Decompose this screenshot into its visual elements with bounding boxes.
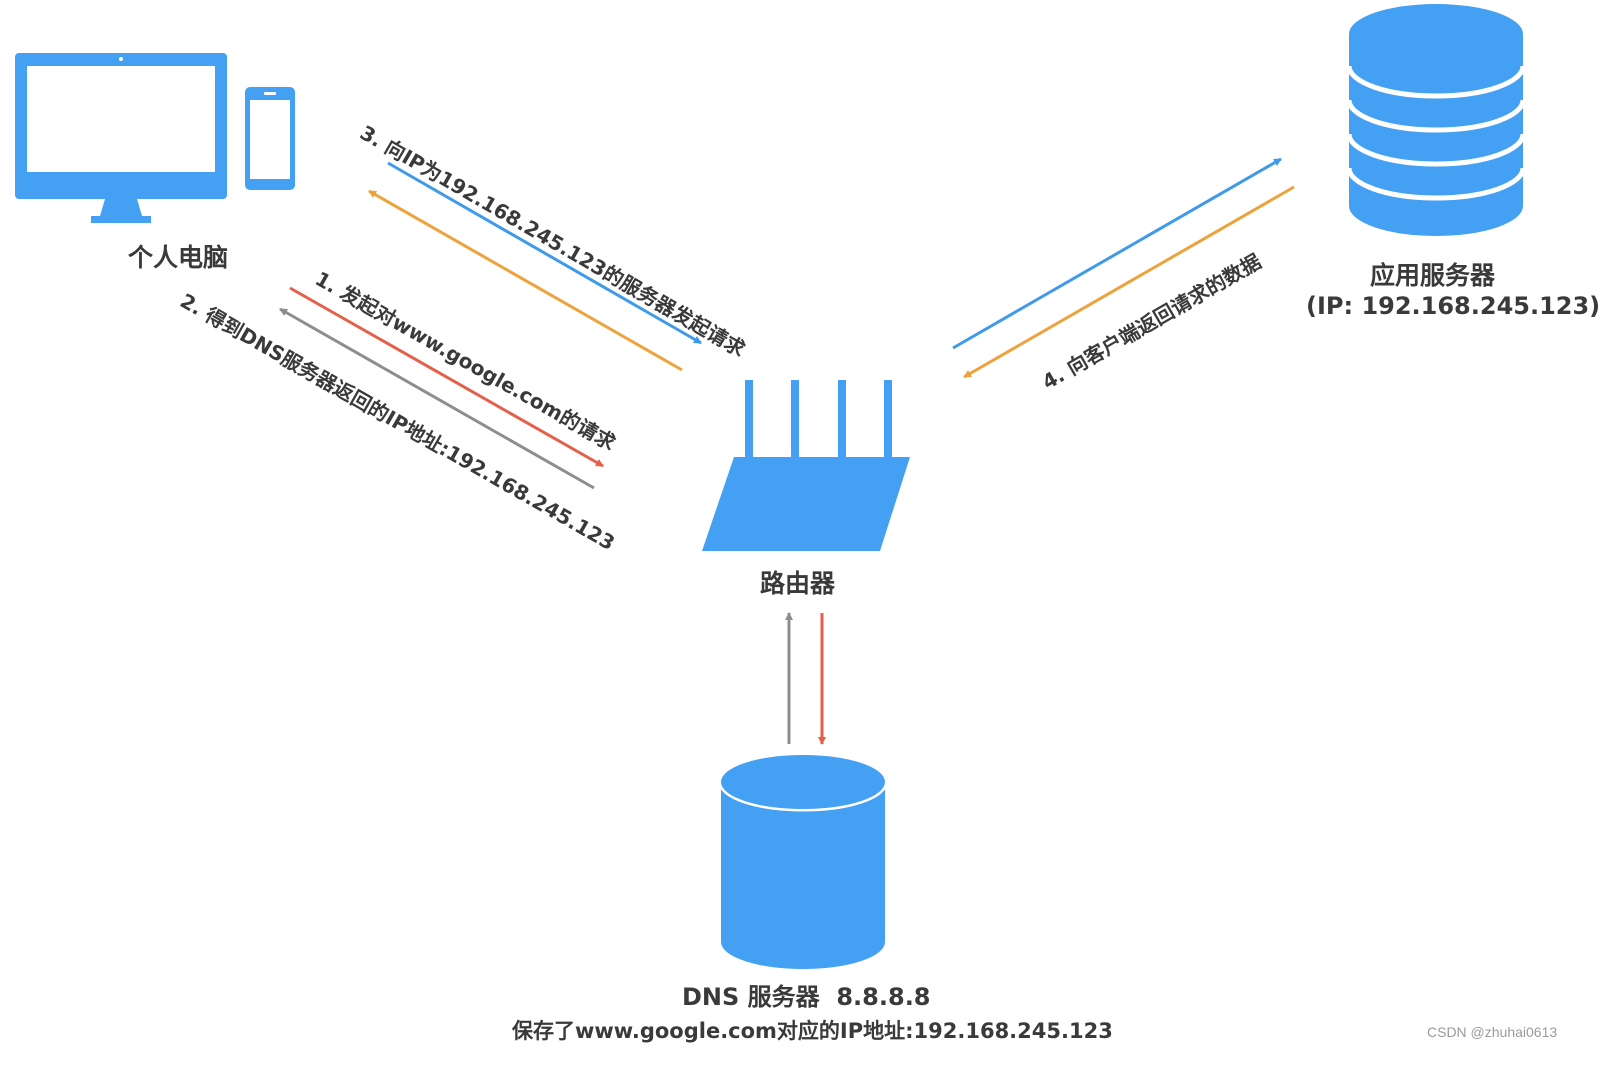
app-server-database-icon <box>1346 4 1526 236</box>
app-server-label: 应用服务器 <box>1370 261 1496 290</box>
arrow-step2-response <box>279 307 595 490</box>
arrow-step3-request <box>387 161 702 345</box>
arrow-router-to-server <box>952 157 1282 350</box>
dns-server-database-icon <box>718 755 888 969</box>
watermark: CSDN @zhuhai0613 <box>1427 1024 1558 1040</box>
router-label: 路由器 <box>760 569 836 598</box>
arrow-step4-response <box>963 185 1295 379</box>
pc-label: 个人电脑 <box>128 243 229 272</box>
arrow-step3-response <box>368 189 683 372</box>
dns-server-note: 保存了www.google.com对应的IP地址:192.168.245.123 <box>512 1019 1113 1043</box>
dns-server-label: DNS 服务器 8.8.8.8 <box>682 983 931 1011</box>
monitor-icon <box>15 53 227 223</box>
app-server-ip-label: (IP: 192.168.245.123) <box>1306 292 1601 320</box>
arrow-step1-request <box>289 286 604 468</box>
router-icon <box>702 380 910 551</box>
phone-icon <box>245 87 295 190</box>
